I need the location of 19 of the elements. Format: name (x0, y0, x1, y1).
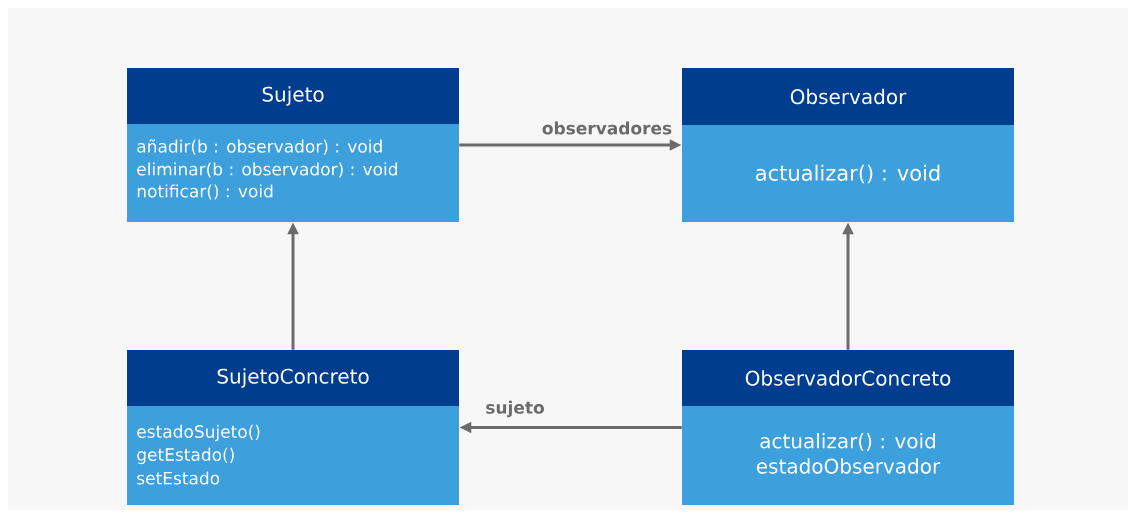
class-box (127, 68, 459, 222)
class-box (682, 350, 1014, 505)
method-text: notificar() : void (137, 184, 273, 200)
method-text: setEstado (137, 471, 220, 485)
method-text: estadoSujeto() (137, 424, 260, 442)
method-text: actualizar() : void (756, 164, 940, 184)
method-text: getEstado() (137, 447, 234, 465)
method-text: estadoObservador (756, 458, 941, 474)
class-name: SujetoConcreto (217, 368, 369, 388)
class-box (127, 350, 459, 505)
class-name: Observador (790, 88, 907, 105)
method-text: añadir(b : observador) : void (137, 139, 382, 155)
class-name: Sujeto (262, 86, 324, 106)
method-text: actualizar() : void (760, 433, 935, 451)
edge-label: sujeto (484, 399, 547, 419)
method-text: eliminar(b : observador) : void (137, 162, 397, 178)
class-box (682, 68, 1014, 222)
edge-label: observadores (540, 120, 674, 136)
class-name: ObservadorConcreto (745, 370, 951, 386)
